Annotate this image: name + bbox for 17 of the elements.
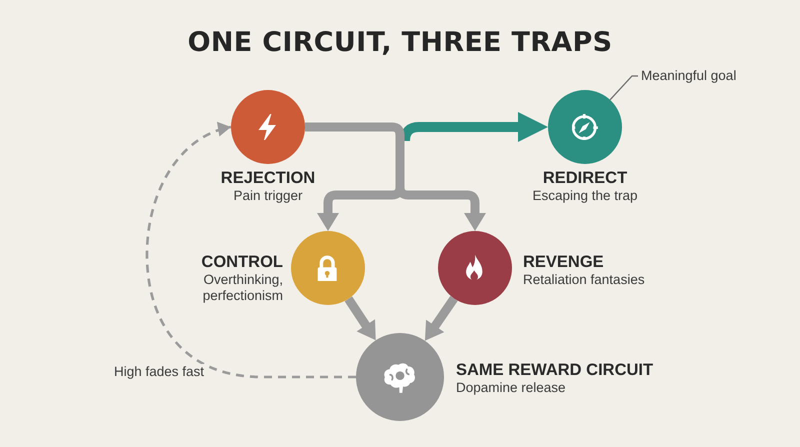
node-heading: CONTROL xyxy=(201,252,283,272)
node-heading: REJECTION xyxy=(220,168,316,188)
callout-label: Meaningful goal xyxy=(641,68,736,84)
node-heading: REVENGE xyxy=(523,252,604,272)
node-description: Retaliation fantasies xyxy=(523,272,645,288)
node-description: Overthinking, perfectionism xyxy=(202,272,283,304)
node-heading: REDIRECT xyxy=(542,168,628,188)
arrow xyxy=(344,296,376,340)
edge-label: High fades fast xyxy=(114,364,204,380)
title: ONE CIRCUIT, THREE TRAPS xyxy=(188,27,612,59)
node-description: Dopamine release xyxy=(456,380,566,396)
dashed-arrow xyxy=(146,122,356,378)
node-description: Pain trigger xyxy=(233,188,303,204)
node-description: Escaping the trap xyxy=(532,188,638,204)
leader-line xyxy=(610,75,638,100)
node-heading: SAME REWARD CIRCUIT xyxy=(456,360,654,380)
arrow xyxy=(424,296,458,341)
